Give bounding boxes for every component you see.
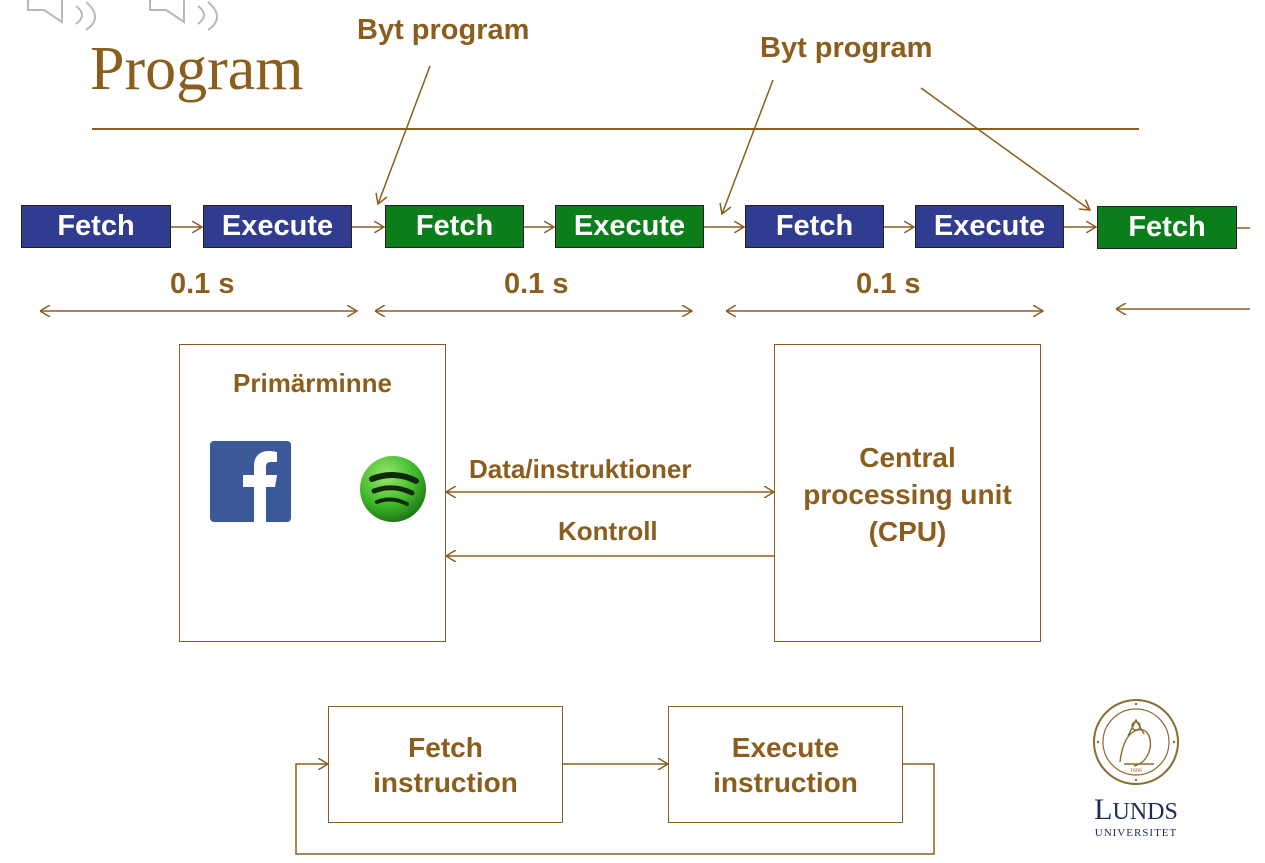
pipeline-step-label: Fetch <box>775 210 854 242</box>
pipeline-step: Execute <box>555 205 704 248</box>
lunds-subtitle: UNIVERSITET <box>1094 827 1178 839</box>
duration-label: 0.1 s <box>856 268 921 300</box>
pipeline-step: Fetch <box>21 205 171 248</box>
cpu-label: Central processing unit (CPU) <box>775 440 1040 551</box>
switch-program-pointer-1 <box>378 65 431 204</box>
cpu-box: Central processing unit (CPU) <box>774 344 1041 642</box>
pipeline-step: Fetch <box>745 205 884 248</box>
lund-university-logo: 1666 LUNDS UNIVERSITET <box>1076 696 1196 839</box>
execute-instruction-line: Execute <box>731 731 840 763</box>
duration-label: 0.1 s <box>170 268 235 300</box>
page-title: Program <box>90 35 304 103</box>
duration-label: 0.1 s <box>504 268 569 300</box>
lunds-wordmark: LUNDS <box>1076 795 1196 825</box>
pipeline-step-label: Fetch <box>415 210 494 242</box>
pipeline-step-label: Execute <box>221 210 334 242</box>
pipeline-step: Execute <box>915 205 1064 248</box>
pipeline-step-label: Fetch <box>1128 211 1206 243</box>
lunds-wordmark-initial: L <box>1094 793 1113 826</box>
memory-label: Primärminne <box>233 368 392 398</box>
pipeline-step-label: Execute <box>573 210 686 242</box>
pipeline-step-label: Execute <box>933 210 1046 242</box>
switch-program-label-2: Byt program <box>760 32 933 64</box>
control-label: Kontroll <box>558 516 658 546</box>
lunds-wordmark-rest: UNDS <box>1112 799 1178 825</box>
pipeline-step-label: Fetch <box>57 210 135 242</box>
switch-program-pointer-3 <box>920 87 1090 210</box>
pipeline-step: Fetch <box>385 205 524 248</box>
pipeline-step: Execute <box>203 205 352 248</box>
fetch-instruction-line: instruction <box>373 766 518 798</box>
switch-program-pointer-2 <box>722 79 774 214</box>
cpu-label-line: Central <box>859 442 956 473</box>
fetch-instruction-box: Fetch instruction <box>328 706 563 823</box>
cycle-loop-arrow <box>295 764 935 855</box>
facebook-icon[interactable] <box>210 441 291 522</box>
switch-program-label-1: Byt program <box>357 14 530 46</box>
svg-text:1666: 1666 <box>1130 768 1142 774</box>
execute-instruction-line: instruction <box>713 766 858 798</box>
execute-instruction-box: Execute instruction <box>668 706 903 823</box>
university-seal-icon: 1666 <box>1093 699 1179 785</box>
pipeline-step: Fetch <box>1097 206 1237 249</box>
speaker-icon[interactable] <box>0 0 260 32</box>
fetch-instruction-line: Fetch <box>408 731 483 763</box>
memory-box: Primärminne <box>179 344 446 642</box>
cpu-label-line: processing unit <box>803 478 1012 510</box>
data-instructions-label: Data/instruktioner <box>469 454 692 484</box>
title-divider <box>92 128 1139 130</box>
spotify-icon[interactable] <box>359 455 427 523</box>
cpu-label-line: (CPU) <box>868 515 947 547</box>
